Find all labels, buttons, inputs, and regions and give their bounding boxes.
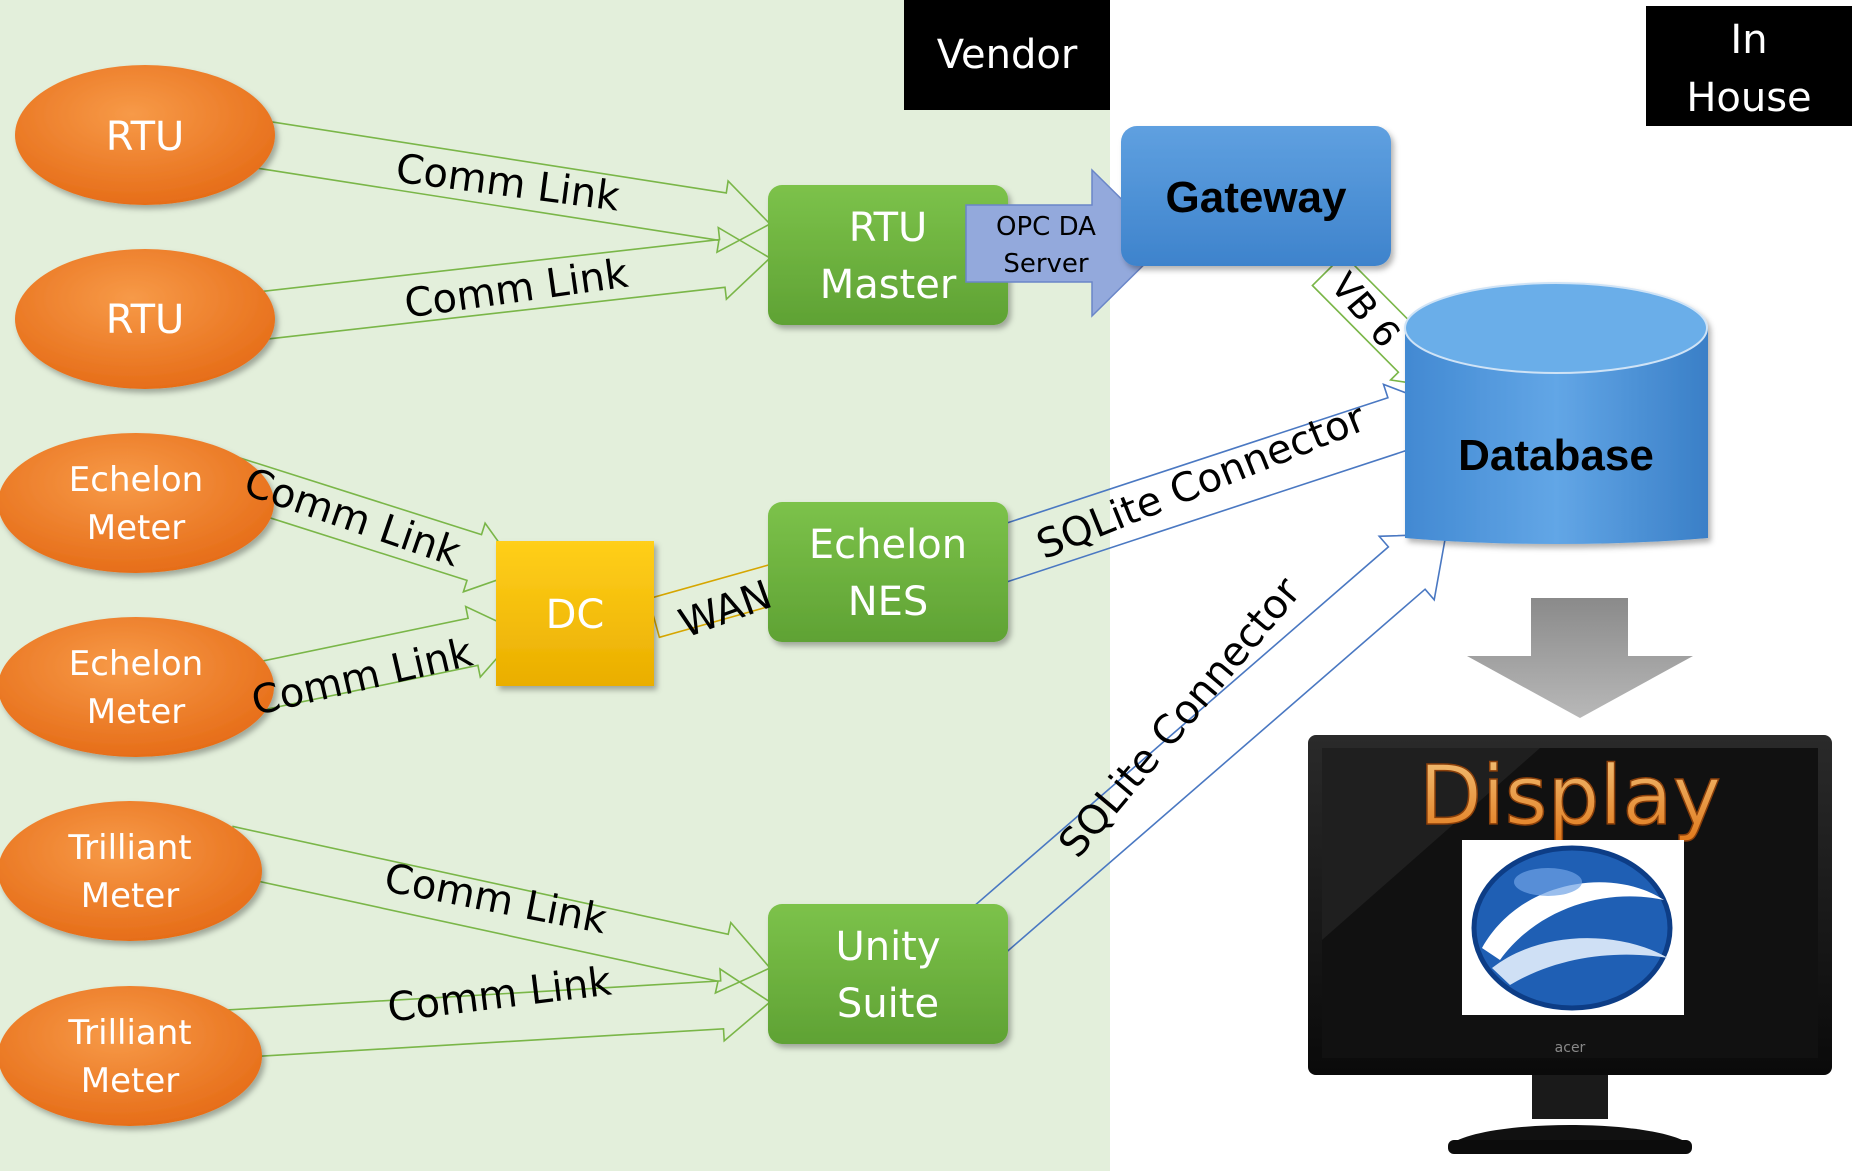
unity-suite-node: Unity Suite <box>768 904 1008 1044</box>
svg-text:Echelon: Echelon <box>69 644 203 684</box>
globe-swirl-icon <box>1471 845 1673 1011</box>
svg-text:Suite: Suite <box>837 981 939 1027</box>
down-arrow-icon <box>1467 598 1693 718</box>
comm-link-arrow-5 <box>221 825 772 995</box>
opc-line-1: OPC DA <box>996 212 1096 242</box>
svg-text:DC: DC <box>546 592 605 638</box>
svg-text:Database: Database <box>1458 431 1654 480</box>
in-house-line-2: House <box>1686 75 1811 121</box>
svg-text:Unity: Unity <box>835 924 940 970</box>
in-house-zone-label: In House <box>1646 6 1852 126</box>
svg-text:Echelon: Echelon <box>69 460 203 500</box>
source-trilliant-meter-2: Trilliant Meter <box>0 986 262 1126</box>
svg-text:Gateway: Gateway <box>1166 173 1348 222</box>
gateway-node: Gateway <box>1121 126 1391 266</box>
svg-text:Echelon: Echelon <box>809 522 967 568</box>
display-title: Display <box>1419 749 1721 844</box>
svg-text:NES: NES <box>848 579 929 625</box>
source-rtu-2: RTU <box>15 249 275 389</box>
svg-text:Meter: Meter <box>81 876 180 916</box>
svg-text:RTU: RTU <box>849 205 928 251</box>
svg-text:Master: Master <box>820 262 957 308</box>
comm-link-arrow-6 <box>225 967 772 1059</box>
database-node: Database <box>1404 282 1708 545</box>
display-monitor: Display acer <box>1308 735 1832 1154</box>
monitor-brand-mark: acer <box>1555 1040 1586 1056</box>
echelon-nes-node: Echelon NES <box>768 502 1008 642</box>
opc-da-server-arrow: OPC DA Server <box>965 168 1168 318</box>
svg-text:RTU: RTU <box>106 297 185 343</box>
comm-link-arrow-2 <box>254 226 772 341</box>
source-echelon-meter-1: Echelon Meter <box>0 433 274 573</box>
svg-text:Trilliant: Trilliant <box>67 1013 191 1053</box>
vendor-zone-label: Vendor <box>904 0 1110 110</box>
comm-link-arrow-1 <box>253 119 772 254</box>
svg-text:Meter: Meter <box>81 1061 180 1101</box>
opc-line-2: Server <box>1003 249 1089 279</box>
in-house-line-1: In <box>1730 17 1767 63</box>
svg-text:RTU: RTU <box>106 114 185 160</box>
rtu-master-node: RTU Master <box>768 185 1008 325</box>
dc-node: DC <box>496 541 654 686</box>
svg-text:Meter: Meter <box>87 692 186 732</box>
source-trilliant-meter-1: Trilliant Meter <box>0 801 262 941</box>
source-echelon-meter-2: Echelon Meter <box>0 617 274 757</box>
source-rtu-1: RTU <box>15 65 275 205</box>
svg-text:Trilliant: Trilliant <box>67 828 191 868</box>
svg-text:Meter: Meter <box>87 508 186 548</box>
svg-text:Vendor: Vendor <box>937 32 1078 78</box>
